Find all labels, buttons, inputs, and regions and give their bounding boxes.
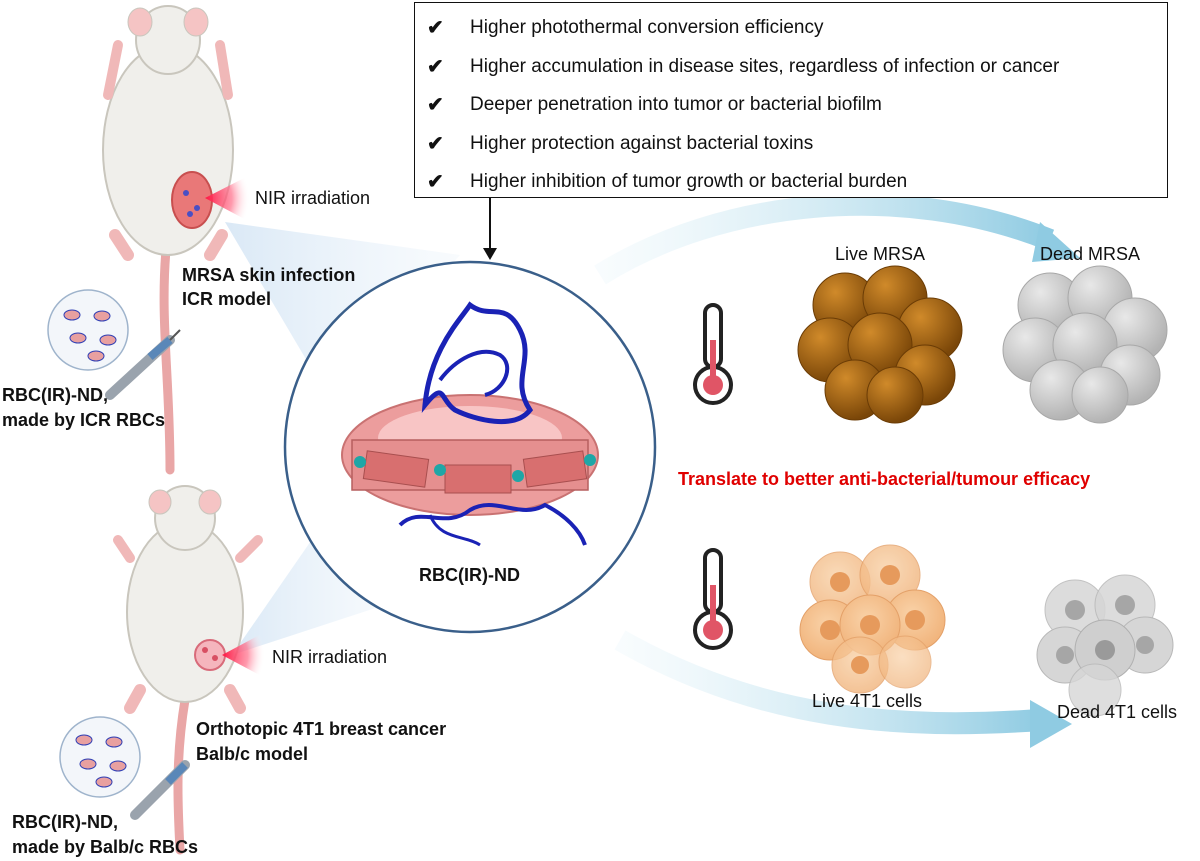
top-projection-cone <box>225 222 460 400</box>
bottom-curved-arrowhead <box>1030 700 1072 748</box>
benefit-text: Higher accumulation in disease sites, re… <box>470 55 1060 77</box>
top-nir-beam <box>205 175 250 222</box>
dead-mrsa-cluster <box>1002 265 1168 424</box>
benefit-text: Higher inhibition of tumor growth or bac… <box>470 171 908 192</box>
checkmark-icon: ✔ <box>427 171 444 193</box>
translate-efficacy-label: Translate to better anti-bacterial/tumou… <box>678 469 1091 489</box>
dead-4t1-cells <box>1036 574 1174 717</box>
box-to-circle-arrowhead <box>483 248 497 260</box>
top-model-title-line1: MRSA skin infection <box>182 265 356 285</box>
bottom-nir-label: NIR irradiation <box>272 647 388 667</box>
live-mrsa-label: Live MRSA <box>835 244 926 264</box>
bottom-injection-line1: RBC(IR)-ND, <box>12 812 118 832</box>
benefit-item: ✔ Deeper penetration into tumor or bacter… <box>415 86 1167 125</box>
bottom-nir-beam <box>222 632 265 678</box>
top-vesicle-bubble <box>47 289 129 371</box>
bottom-model-title-line2: Balb/c model <box>196 744 309 764</box>
bottom-syringe <box>130 760 190 820</box>
nanodisc-illustration <box>341 301 599 547</box>
benefit-text: Higher protection against bacterial toxi… <box>470 132 814 154</box>
top-model-title-line2: ICR model <box>182 289 272 309</box>
benefit-item: ✔ Higher photothermal conversion efficien… <box>415 9 1167 48</box>
benefit-text: Deeper penetration into tumor or bacteri… <box>470 94 882 115</box>
checkmark-icon: ✔ <box>427 132 444 155</box>
bottom-curved-arrow <box>614 630 1041 735</box>
top-curved-arrow <box>594 193 1055 285</box>
checkmark-icon: ✔ <box>427 17 444 39</box>
top-mouse <box>102 5 234 475</box>
bottom-injection-line2: made by Balb/c RBCs <box>12 837 199 857</box>
dead-mrsa-label: Dead MRSA <box>1040 244 1141 264</box>
thermometer-icon-2 <box>693 548 733 650</box>
live-mrsa-cluster <box>797 265 963 424</box>
benefits-box: ✔ Higher photothermal conversion efficien… <box>414 2 1168 198</box>
benefit-text: Higher photothermal conversion efficienc… <box>470 17 824 38</box>
benefit-item: ✔ Higher inhibition of tumor growth or ba… <box>415 163 1167 202</box>
thermometer-icon <box>693 303 733 405</box>
live-4t1-label: Live 4T1 cells <box>812 691 923 711</box>
top-syringe <box>105 329 181 400</box>
benefits-list: ✔ Higher photothermal conversion efficien… <box>415 3 1167 202</box>
top-curved-arrowhead <box>1032 222 1080 262</box>
benefit-item: ✔ Higher accumulation in disease sites, r… <box>415 48 1167 87</box>
nanodisc-label: RBC(IR)-ND <box>419 565 520 585</box>
bottom-mouse <box>113 485 263 855</box>
live-4t1-cells <box>799 544 946 694</box>
top-injection-line2: made by ICR RBCs <box>2 410 166 430</box>
top-injection-line1: RBC(IR)-ND, <box>2 385 108 405</box>
checkmark-icon: ✔ <box>427 55 444 78</box>
bottom-model-title-line1: Orthotopic 4T1 breast cancer <box>196 719 447 739</box>
benefit-item: ✔ Higher protection against bacterial tox… <box>415 125 1167 164</box>
checkmark-icon: ✔ <box>427 94 444 116</box>
dead-4t1-label: Dead 4T1 cells <box>1057 702 1178 722</box>
bottom-vesicle-bubble <box>59 716 141 798</box>
top-nir-label: NIR irradiation <box>255 188 371 208</box>
